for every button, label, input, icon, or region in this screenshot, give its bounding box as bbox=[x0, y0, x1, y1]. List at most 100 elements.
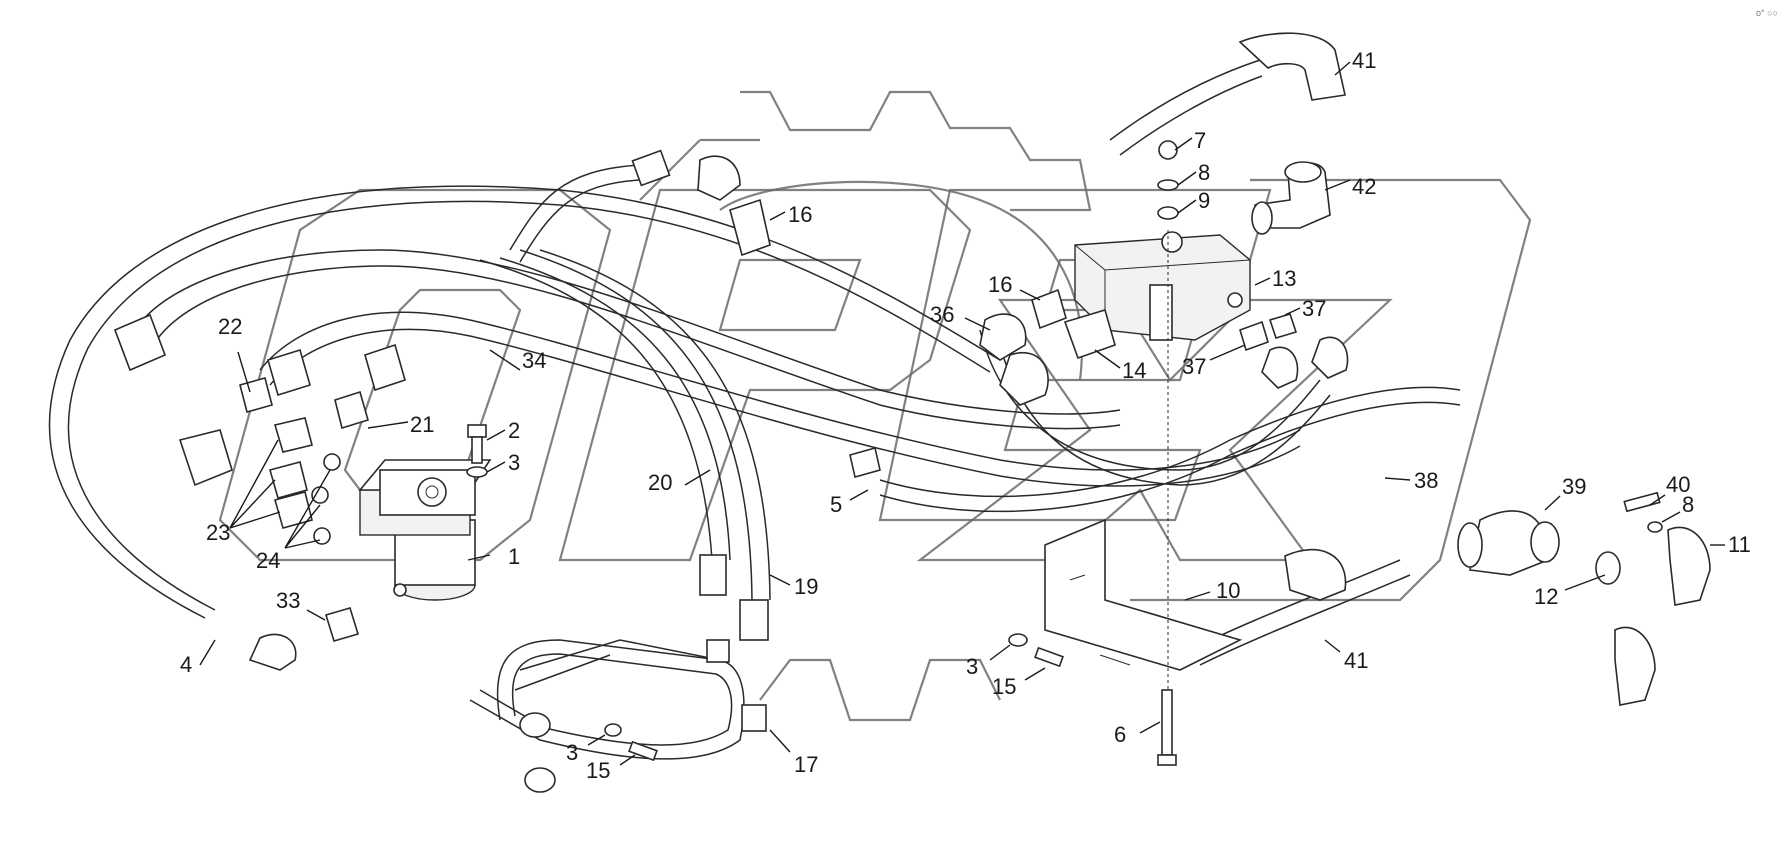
leader-3b bbox=[989, 644, 1011, 661]
washer-9 bbox=[1157, 206, 1179, 220]
bolt-6-shank bbox=[1161, 689, 1173, 756]
leader-2 bbox=[486, 429, 506, 441]
hose-19 bbox=[519, 249, 771, 601]
callout-41a: 41 bbox=[1352, 48, 1376, 73]
leader-lines bbox=[199, 61, 1725, 766]
bracket-10 bbox=[1044, 518, 1243, 671]
valve-block bbox=[1074, 231, 1251, 341]
fitting-21 bbox=[334, 390, 369, 430]
callout-8b: 8 bbox=[1682, 492, 1694, 517]
callout-40: 40 bbox=[1666, 472, 1690, 497]
leader-19 bbox=[769, 574, 791, 586]
leader-9 bbox=[1177, 199, 1197, 214]
fitting-nut-b bbox=[178, 429, 233, 487]
leader-15a bbox=[1024, 667, 1046, 681]
callout-38: 38 bbox=[1414, 468, 1438, 493]
callout-4: 4 bbox=[180, 652, 192, 677]
leader-21 bbox=[367, 421, 409, 429]
right-flange-assembly bbox=[1284, 491, 1711, 706]
washer-8 bbox=[1157, 179, 1179, 191]
elbow-37b bbox=[1311, 336, 1349, 379]
callout-37a: 37 bbox=[1302, 296, 1326, 321]
elbow-42 bbox=[1251, 161, 1331, 235]
pipe-bracket-lines bbox=[514, 639, 721, 691]
leader-7 bbox=[1174, 137, 1193, 151]
leader-16b bbox=[1019, 289, 1041, 301]
flange-half-11b bbox=[1614, 626, 1656, 706]
callout-23: 23 bbox=[206, 520, 230, 545]
flange-half-11a bbox=[1667, 526, 1711, 606]
nut-36-b bbox=[999, 352, 1049, 406]
callout-2: 2 bbox=[508, 418, 520, 443]
leader-40 bbox=[1649, 494, 1666, 506]
nut-19 bbox=[739, 599, 769, 641]
hose-16-upper bbox=[509, 164, 641, 263]
hose-4 bbox=[48, 185, 1001, 619]
callout-20: 20 bbox=[648, 470, 672, 495]
hose-5-b bbox=[879, 401, 1461, 513]
leader-8a bbox=[1177, 171, 1197, 186]
callout-15a: 15 bbox=[992, 674, 1016, 699]
leader-3c bbox=[587, 734, 606, 746]
leader-39 bbox=[1544, 495, 1561, 511]
hose-22 bbox=[129, 249, 1121, 415]
hose-36-b bbox=[999, 344, 1331, 486]
bolt-2-head bbox=[467, 424, 487, 438]
watermark-swoosh bbox=[1130, 178, 1532, 602]
washer-8b bbox=[1647, 521, 1663, 533]
nut-17-left-a bbox=[519, 712, 551, 738]
hose-41-elbow bbox=[1238, 32, 1346, 101]
pipe-17-b bbox=[479, 653, 733, 746]
fitting-nut-d bbox=[364, 343, 406, 392]
hose-20 bbox=[479, 257, 731, 561]
nut-17-left-b bbox=[524, 767, 556, 793]
fitting-4-elbow bbox=[248, 633, 297, 671]
callout-17: 17 bbox=[794, 752, 818, 777]
hose-34 bbox=[259, 311, 1301, 471]
watermark-gear-inner bbox=[719, 180, 1083, 381]
pipe-nuts bbox=[519, 447, 881, 793]
bolt-6 bbox=[1157, 230, 1177, 766]
fitting-nut-c bbox=[267, 348, 311, 397]
nut-16-upper bbox=[697, 155, 741, 201]
elbow-42-port bbox=[1284, 161, 1322, 183]
leader-22 bbox=[237, 351, 251, 393]
elbow-39-port bbox=[1457, 522, 1483, 568]
callout-24: 24 bbox=[256, 548, 280, 573]
pipe-17 bbox=[469, 639, 745, 760]
callout-15b: 15 bbox=[586, 758, 610, 783]
leader-4 bbox=[199, 639, 216, 666]
bolt-2-assembly bbox=[466, 424, 488, 478]
hoses bbox=[48, 32, 1461, 760]
callout-8a: 8 bbox=[1198, 160, 1210, 185]
leader-33 bbox=[306, 609, 326, 621]
callout-33: 33 bbox=[276, 588, 300, 613]
callout-13: 13 bbox=[1272, 266, 1296, 291]
fitting-nut-a bbox=[113, 313, 167, 372]
elbow-39 bbox=[1469, 510, 1549, 576]
leader-41b bbox=[1324, 639, 1341, 653]
fitting-23a bbox=[273, 417, 313, 453]
callout-5: 5 bbox=[830, 492, 842, 517]
leader-1 bbox=[467, 554, 491, 561]
leader-20 bbox=[684, 469, 711, 486]
bolt-40 bbox=[1623, 491, 1661, 513]
leader-8b bbox=[1661, 511, 1681, 523]
washer-3a bbox=[466, 466, 488, 478]
corner-mark: o° ○○ bbox=[1756, 8, 1778, 18]
valve-block-port bbox=[1227, 292, 1243, 308]
callout-14: 14 bbox=[1122, 358, 1146, 383]
steering-unit-side-port bbox=[393, 583, 407, 597]
callout-9: 9 bbox=[1198, 188, 1210, 213]
bolt-6-head bbox=[1157, 754, 1177, 766]
hose-34-b bbox=[269, 328, 1301, 487]
leader-14 bbox=[1094, 349, 1121, 369]
callout-36: 36 bbox=[930, 302, 954, 327]
callout-16b: 16 bbox=[988, 272, 1012, 297]
leader-10 bbox=[1184, 591, 1211, 601]
callout-41b: 41 bbox=[1344, 648, 1368, 673]
fitting-37a bbox=[1239, 320, 1269, 352]
fitting-14 bbox=[1063, 309, 1116, 360]
nut-7 bbox=[1158, 140, 1178, 160]
